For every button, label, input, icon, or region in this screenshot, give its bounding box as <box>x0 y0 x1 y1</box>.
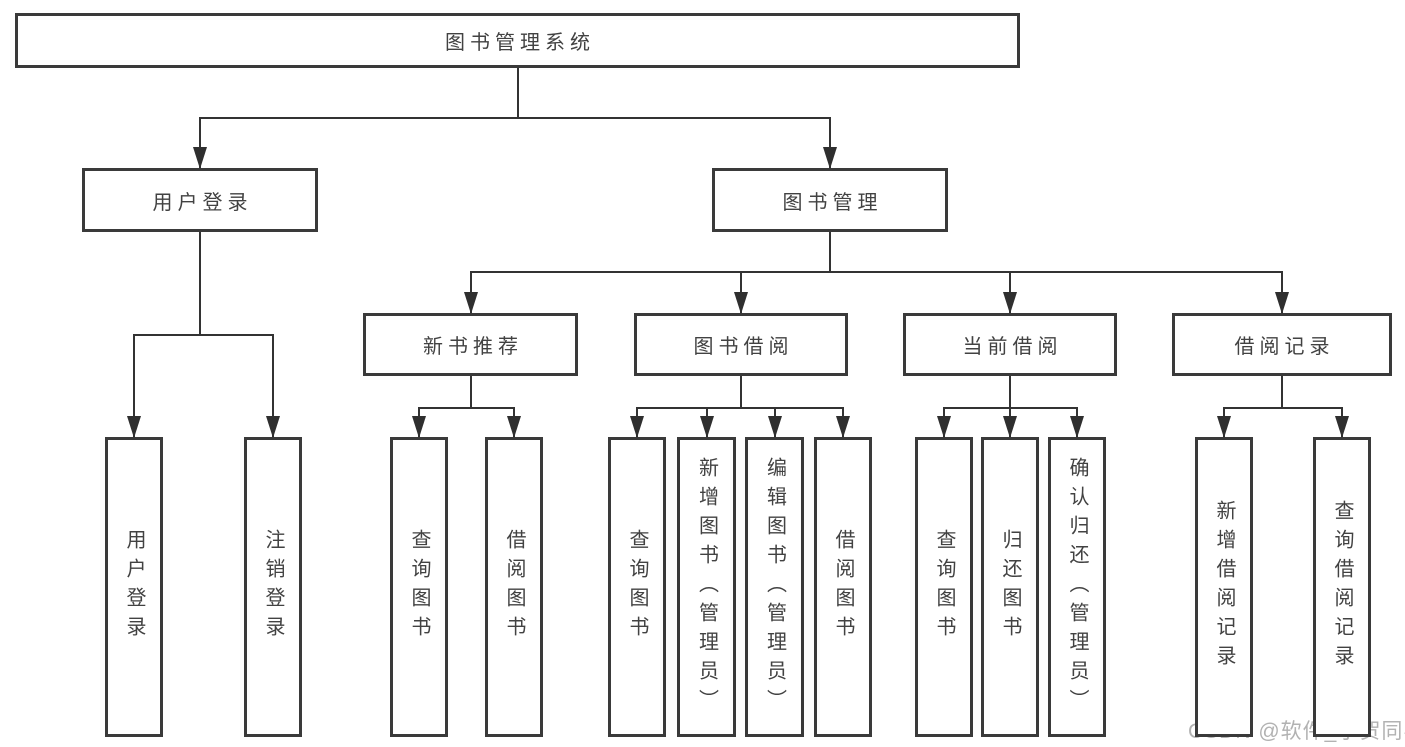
connector-line <box>470 376 472 408</box>
node-label-query-borrowing-record: 查询借阅记录 <box>1331 500 1353 674</box>
node-add-books-admin: 新增图书（管理员） <box>677 437 736 737</box>
connector-line <box>199 117 831 119</box>
node-label-query-books-current: 查询图书 <box>933 529 955 645</box>
node-label-borrow-books-recommend: 借阅图书 <box>503 529 525 645</box>
node-confirm-return-admin: 确认归还（管理员） <box>1048 437 1106 737</box>
arrow-down-icon <box>734 292 748 314</box>
node-edit-books-admin: 编辑图书（管理员） <box>745 437 804 737</box>
node-borrow-books-borrowing: 借阅图书 <box>814 437 872 737</box>
node-return-books: 归还图书 <box>981 437 1039 737</box>
arrow-down-icon <box>1217 416 1231 438</box>
node-add-borrowing-record: 新增借阅记录 <box>1195 437 1253 737</box>
node-label-query-books-borrowing: 查询图书 <box>626 529 648 645</box>
arrow-down-icon <box>412 416 426 438</box>
arrow-down-icon <box>1070 416 1084 438</box>
node-root: 图书管理系统 <box>15 13 1020 68</box>
connector-line <box>199 118 201 168</box>
arrow-down-icon <box>507 416 521 438</box>
connector-line <box>1281 376 1283 408</box>
node-label-borrow-books-borrowing: 借阅图书 <box>832 529 854 645</box>
arrow-down-icon <box>768 416 782 438</box>
connector-line <box>418 407 515 409</box>
connector-line <box>636 407 844 409</box>
node-label-add-books-admin: 新增图书（管理员） <box>695 456 718 718</box>
arrow-down-icon <box>823 147 837 169</box>
connector-line <box>133 335 135 437</box>
node-label-return-books: 归还图书 <box>999 529 1021 645</box>
arrow-down-icon <box>630 416 644 438</box>
node-query-books-current: 查询图书 <box>915 437 973 737</box>
node-borrow-books-recommend: 借阅图书 <box>485 437 543 737</box>
connector-line <box>470 271 1283 273</box>
node-query-borrowing-record: 查询借阅记录 <box>1313 437 1371 737</box>
node-query-books-recommend: 查询图书 <box>390 437 448 737</box>
arrow-down-icon <box>1003 416 1017 438</box>
node-label-root: 图书管理系统 <box>445 32 595 54</box>
node-label-book-borrowing: 图书借阅 <box>693 336 794 358</box>
connector-line <box>272 335 274 437</box>
connector-line <box>829 118 831 168</box>
node-logout: 注销登录 <box>244 437 302 737</box>
node-label-current-borrowing: 当前借阅 <box>962 336 1063 358</box>
node-label-book-management: 图书管理 <box>782 191 883 214</box>
connector-line <box>1223 407 1343 409</box>
connector-line <box>133 334 274 336</box>
arrow-down-icon <box>1275 292 1289 314</box>
node-label-user-login-leaf: 用户登录 <box>123 529 145 645</box>
node-label-add-borrowing-record: 新增借阅记录 <box>1213 500 1235 674</box>
arrow-down-icon <box>836 416 850 438</box>
arrow-down-icon <box>127 416 141 438</box>
node-label-new-book-recommend: 新书推荐 <box>423 336 523 358</box>
node-current-borrowing: 当前借阅 <box>903 313 1117 376</box>
connector-line <box>1009 376 1011 408</box>
node-label-confirm-return-admin: 确认归还（管理员） <box>1066 456 1088 718</box>
node-label-edit-books-admin: 编辑图书（管理员） <box>763 456 786 718</box>
node-borrowing-records: 借阅记录 <box>1172 313 1392 376</box>
connector-line <box>517 68 519 118</box>
arrow-down-icon <box>937 416 951 438</box>
node-book-management: 图书管理 <box>712 168 948 232</box>
node-book-borrowing: 图书借阅 <box>634 313 848 376</box>
node-label-logout: 注销登录 <box>262 529 284 645</box>
node-label-user-login: 用户登录 <box>152 191 253 214</box>
connector-line <box>740 376 742 408</box>
connector-line <box>199 232 201 335</box>
arrow-down-icon <box>464 292 478 314</box>
connector-line <box>829 232 831 272</box>
arrow-down-icon <box>1335 416 1349 438</box>
node-label-query-books-recommend: 查询图书 <box>408 529 430 645</box>
arrow-down-icon <box>193 147 207 169</box>
node-label-borrowing-records: 借阅记录 <box>1234 336 1335 358</box>
node-user-login-leaf: 用户登录 <box>105 437 163 737</box>
arrow-down-icon <box>700 416 714 438</box>
node-query-books-borrowing: 查询图书 <box>608 437 666 737</box>
node-new-book-recommend: 新书推荐 <box>363 313 578 376</box>
node-user-login: 用户登录 <box>82 168 318 232</box>
arrow-down-icon <box>266 416 280 438</box>
arrow-down-icon <box>1003 292 1017 314</box>
